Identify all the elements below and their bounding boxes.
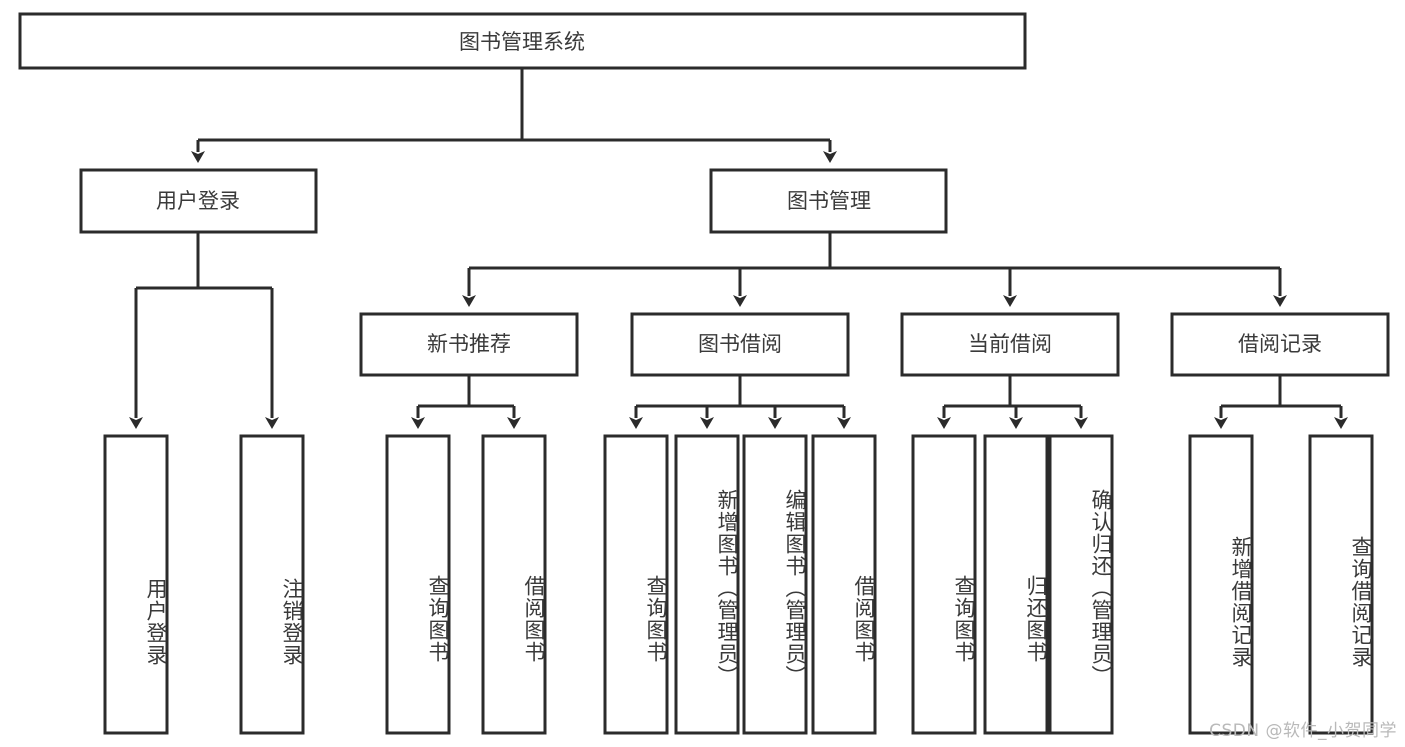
connector-group-book-borrow xyxy=(629,375,851,429)
node-book-borrow-label: 图书借阅 xyxy=(698,332,782,356)
connector-group-user-login xyxy=(129,232,279,429)
node-book-manage-box[interactable] xyxy=(709,168,948,234)
node-leaf-borrow-book-1-box[interactable] xyxy=(481,434,547,735)
node-root-label: 图书管理系统 xyxy=(459,30,585,54)
node-borrow-record[interactable]: 借阅记录 xyxy=(1170,312,1390,377)
connector-group-new-book-recommend xyxy=(411,375,521,429)
connector-group-book-manage xyxy=(462,232,1287,307)
node-leaf-query-book-1-box[interactable] xyxy=(385,434,451,735)
node-leaf-add-book-box[interactable] xyxy=(674,434,740,735)
node-new-book-recommend-box[interactable] xyxy=(359,312,579,377)
node-book-borrow-box[interactable] xyxy=(630,312,850,377)
node-leaf-return-book-box[interactable] xyxy=(983,434,1049,735)
node-current-borrow-label: 当前借阅 xyxy=(968,332,1052,356)
node-root[interactable]: 图书管理系统 xyxy=(18,12,1027,70)
node-leaf-add-record-box[interactable] xyxy=(1188,434,1254,735)
node-leaf-edit-book-box[interactable] xyxy=(742,434,808,735)
node-leaf-borrow-book-2-box[interactable] xyxy=(811,434,877,735)
csdn-watermark: CSDN @软件_小贺同学 xyxy=(1209,721,1397,741)
node-leaf-query-book-3-box[interactable] xyxy=(911,434,977,735)
node-current-borrow[interactable]: 当前借阅 xyxy=(900,312,1120,377)
node-leaf-query-record-box[interactable] xyxy=(1308,434,1374,735)
node-leaf-confirm-return-box[interactable] xyxy=(1048,434,1114,735)
connector-group-current-borrow xyxy=(937,375,1088,429)
connector-group-borrow-record xyxy=(1214,375,1348,429)
node-new-book-recommend[interactable]: 新书推荐 xyxy=(359,312,579,377)
node-book-manage[interactable]: 图书管理 xyxy=(709,168,948,234)
node-new-book-recommend-label: 新书推荐 xyxy=(427,332,511,356)
node-leaf-logout-box[interactable] xyxy=(239,434,305,735)
node-borrow-record-box[interactable] xyxy=(1170,312,1390,377)
leaf-box-group xyxy=(103,434,1374,735)
node-borrow-record-label: 借阅记录 xyxy=(1238,332,1322,356)
connector-group-root xyxy=(191,68,837,163)
node-user-login-label: 用户登录 xyxy=(156,189,240,213)
node-book-manage-label: 图书管理 xyxy=(787,189,871,213)
node-current-borrow-box[interactable] xyxy=(900,312,1120,377)
node-user-login-box[interactable] xyxy=(79,168,318,234)
node-leaf-query-book-2-box[interactable] xyxy=(603,434,669,735)
node-root-box[interactable] xyxy=(18,12,1027,70)
node-leaf-user-login-box[interactable] xyxy=(103,434,169,735)
node-book-borrow[interactable]: 图书借阅 xyxy=(630,312,850,377)
node-user-login[interactable]: 用户登录 xyxy=(79,168,318,234)
